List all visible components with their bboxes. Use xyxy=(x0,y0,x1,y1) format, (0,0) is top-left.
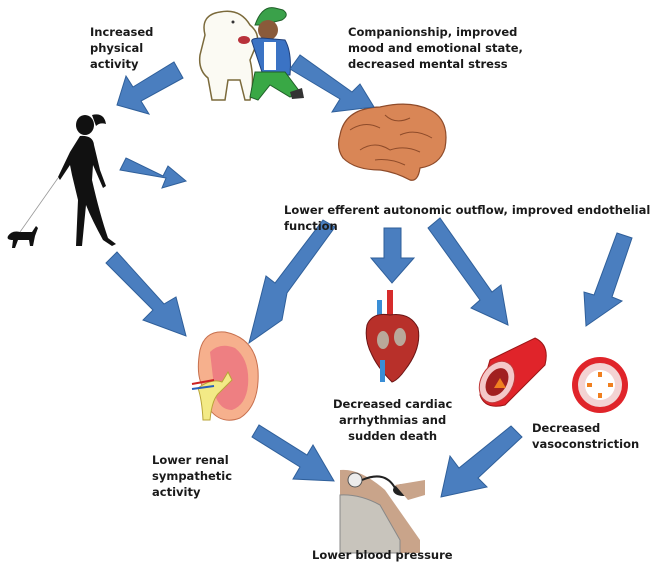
arrow-autonomic-to-heart xyxy=(369,227,416,284)
label-vasoconstriction: Decreased vasoconstriction xyxy=(532,421,640,451)
arrow-autonomic-to-kidney xyxy=(248,219,336,345)
blood-pressure-cuff-photo xyxy=(339,468,425,554)
arrow-owner-to-brain xyxy=(289,54,375,113)
kidney-illustration xyxy=(191,331,259,421)
arrow-autonomic-to-vessel-2 xyxy=(583,232,633,327)
arrow-owner-to-walking xyxy=(116,61,184,115)
heart-illustration xyxy=(365,290,420,383)
arrow-walking-to-kidney xyxy=(105,251,187,337)
arrows xyxy=(105,54,633,498)
arrow-vessel-to-bp xyxy=(440,425,523,498)
label-autonomic: Lower efferent autonomic outflow, improv… xyxy=(284,203,651,233)
brain-illustration xyxy=(337,103,447,181)
blood-vessel-illustration xyxy=(478,337,628,413)
arrow-autonomic-to-vessel-1 xyxy=(427,217,509,326)
woman-walking-dog-silhouette xyxy=(7,114,116,248)
arrow-walking-to-autonomic xyxy=(119,157,188,189)
label-cardiac: Decreased cardiac arrhythmias and sudden… xyxy=(333,397,453,443)
label-physical-activity: Increased physical activity xyxy=(90,25,154,71)
label-blood-pressure: Lower blood pressure xyxy=(312,548,453,562)
label-companionship: Companionship, improved mood and emotion… xyxy=(348,25,523,71)
boy-with-dog-illustration xyxy=(198,7,304,101)
label-renal: Lower renal sympathetic activity xyxy=(152,453,233,499)
arrow-kidney-to-bp xyxy=(251,424,335,482)
